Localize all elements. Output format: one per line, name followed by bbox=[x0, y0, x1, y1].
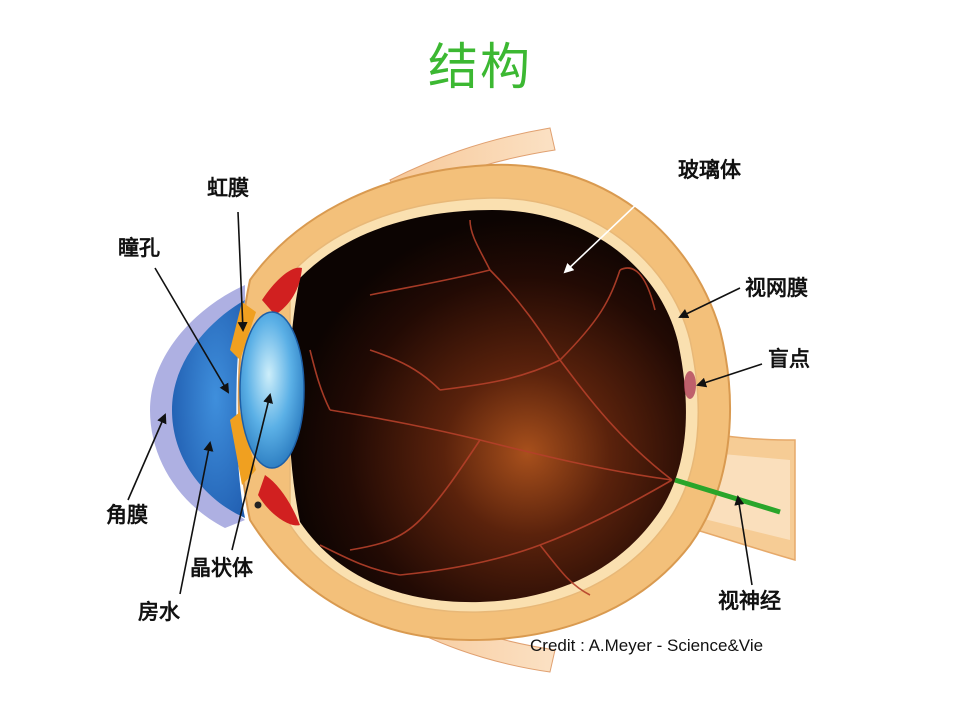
iris-lower bbox=[230, 412, 256, 485]
label-optic-nerve: 视神经 bbox=[718, 589, 781, 613]
optic-nerve bbox=[674, 477, 781, 515]
slide-title: 结构 bbox=[428, 38, 532, 96]
leader-iris bbox=[237, 211, 248, 332]
blind-spot bbox=[684, 371, 696, 399]
leader-optic-nerve bbox=[734, 495, 753, 586]
leader-aqueous bbox=[179, 441, 214, 595]
label-cornea: 角膜 bbox=[106, 503, 148, 527]
leader-blind-spot bbox=[696, 363, 763, 388]
leader-pupil bbox=[154, 267, 230, 394]
vitreous-body bbox=[288, 210, 686, 603]
ciliary-body-lower bbox=[258, 475, 300, 526]
leader-cornea bbox=[127, 413, 167, 501]
leader-retina bbox=[678, 287, 741, 319]
label-pupil: 瞳孔 bbox=[118, 236, 160, 260]
label-iris: 虹膜 bbox=[207, 176, 249, 200]
blood-vessels bbox=[309, 219, 673, 596]
label-aqueous-humor: 房水 bbox=[138, 600, 180, 624]
image-credit: Credit : A.Meyer - Science&Vie bbox=[530, 636, 764, 655]
leader-lens bbox=[231, 393, 273, 551]
anterior-chamber bbox=[172, 300, 245, 518]
label-retina: 视网膜 bbox=[745, 276, 808, 300]
ciliary-body-upper bbox=[262, 267, 302, 315]
label-vitreous-body: 玻璃体 bbox=[678, 158, 741, 182]
leader-lines bbox=[127, 211, 763, 595]
label-lens: 晶状体 bbox=[190, 556, 253, 580]
lens bbox=[239, 311, 305, 469]
label-blind-spot: 盲点 bbox=[768, 347, 810, 371]
leader-vitreous bbox=[563, 181, 661, 274]
cornea bbox=[150, 285, 245, 528]
